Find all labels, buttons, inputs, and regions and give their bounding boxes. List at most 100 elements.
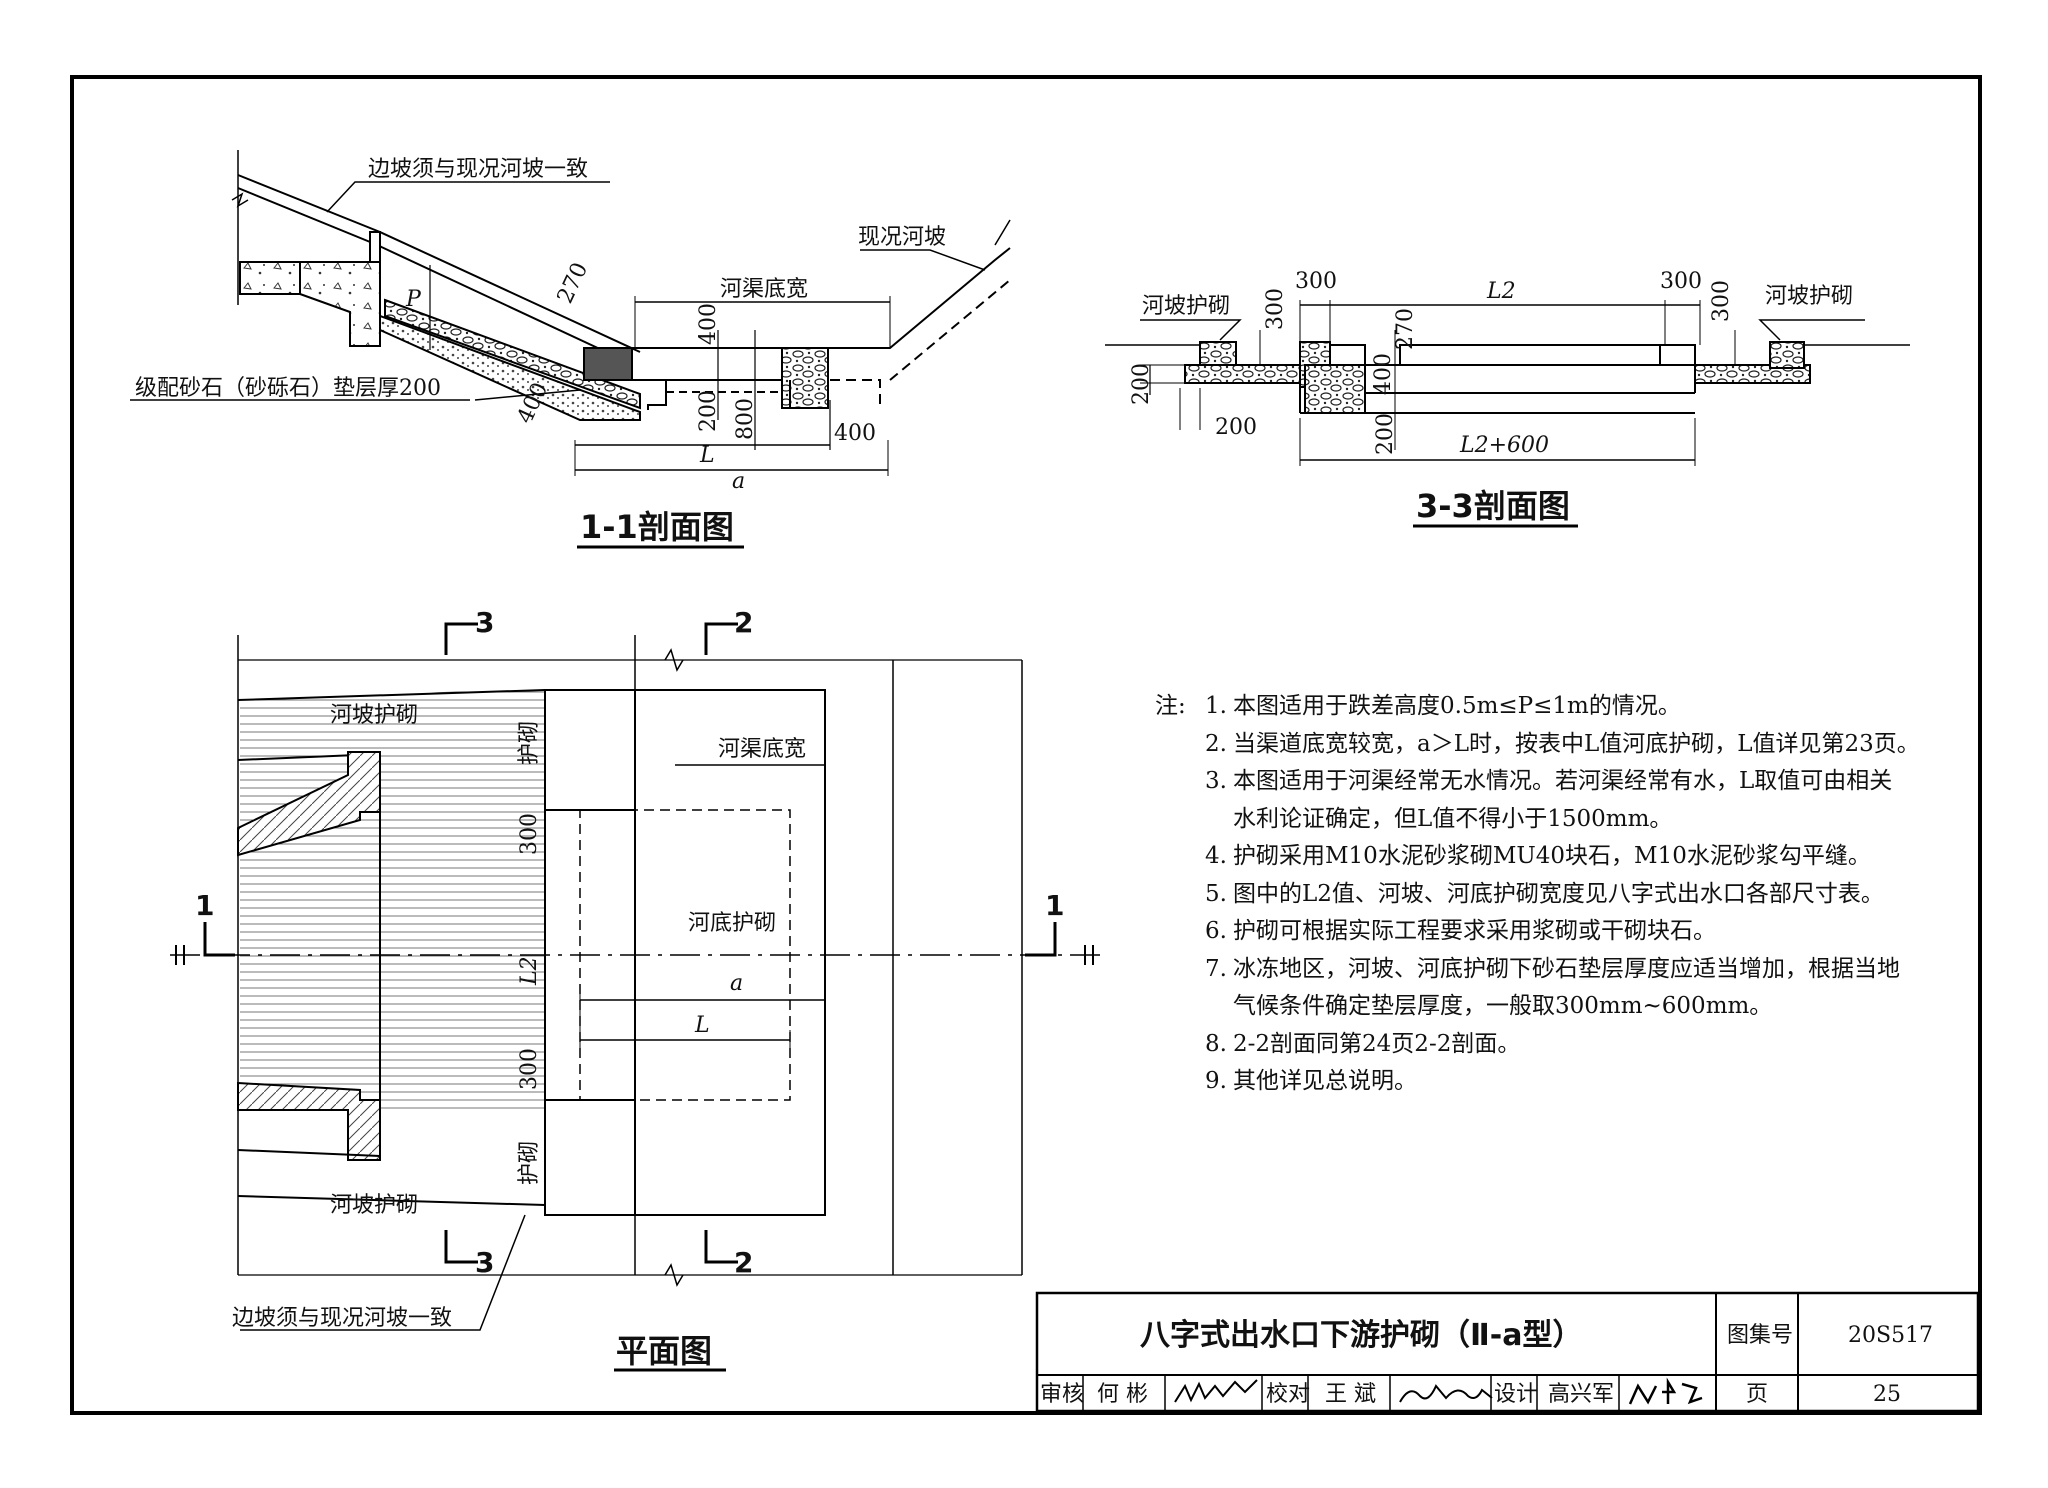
notes-row: 9.其他详见总说明。 (1155, 1063, 1955, 1101)
dim-P: P (405, 287, 422, 312)
review-label: 审核 (1040, 1382, 1084, 1407)
drawing-title: 八字式出水口下游护砌（Ⅱ-a型） (1140, 1318, 1582, 1353)
notes-label: 注: (1155, 693, 1186, 719)
note-number: 1. (1205, 693, 1227, 719)
plan-dim-a: a (730, 971, 743, 996)
note-text: 本图适用于河渠经常无水情况。若河渠经常有水，L取值可由相关 (1233, 768, 1893, 794)
plan-dim-L2: L2 (517, 956, 542, 986)
note-number: 6. (1205, 918, 1227, 944)
notes-row: 5.图中的L2值、河坡、河底护砌宽度见八字式出水口各部尺寸表。 (1155, 876, 1955, 914)
section-mark-1-right: 1 (1045, 889, 1064, 922)
existing-slope-label: 现况河坡 (858, 225, 946, 250)
plan-slope-note: 边坡须与现况河坡一致 (232, 1306, 452, 1331)
notes-row: 4.护砌采用M10水泥砂浆砌MU40块石，M10水泥砂浆勾平缝。 (1155, 838, 1955, 876)
plan-view (170, 622, 1100, 1372)
dim-300-v-left: 300 (1263, 288, 1288, 330)
slope-lining-top: 河坡护砌 (330, 703, 418, 728)
notes-block: 注: 1. 本图适用于跌差高度0.5m≤P≤1m的情况。 2.当渠道底宽较宽，a… (1155, 688, 1955, 1101)
note-text: 当渠道底宽较宽，a＞L时，按表中L值河底护砌，L值详见第23页。 (1233, 730, 1920, 757)
section-1-1 (130, 150, 1011, 549)
check-label: 校对 (1266, 1382, 1310, 1407)
note-number: 9. (1205, 1068, 1227, 1094)
note-text: 2-2剖面同第24页2-2剖面。 (1233, 1030, 1521, 1057)
section-3-3-labels: 河坡护砌 河坡护砌 300 300 L2 300 300 270 400 200… (1129, 269, 1853, 525)
notes-row: 3.本图适用于河渠经常无水情况。若河渠经常有水，L取值可由相关 (1155, 763, 1955, 801)
dim-L2: L2 (1486, 279, 1516, 304)
dim-200: 200 (696, 390, 721, 432)
note-text: 本图适用于跌差高度0.5m≤P≤1m的情况。 (1233, 693, 1681, 719)
plan-dim-300-top: 300 (517, 813, 542, 855)
plan-caption: 平面图 (616, 1332, 712, 1370)
lining-bottom: 护砌 (517, 1141, 542, 1185)
lining-top: 护砌 (517, 721, 542, 765)
dim-400-right: 400 (834, 421, 876, 446)
notes-row: 6.护砌可根据实际工程要求采用浆砌或干砌块石。 (1155, 913, 1955, 951)
page-label: 页 (1746, 1382, 1768, 1407)
section-mark-3-top: 3 (475, 606, 494, 639)
dim-200-mid: 200 (1373, 413, 1398, 455)
section-3-3 (1105, 300, 1910, 528)
dim-300-top-right: 300 (1660, 269, 1702, 294)
notes-row: 注: 1. 本图适用于跌差高度0.5m≤P≤1m的情况。 (1155, 688, 1955, 726)
note-number (1205, 988, 1233, 1026)
drawing-frame (70, 75, 1982, 1415)
note-text: 水利论证确定，但L值不得小于1500mm。 (1233, 805, 1673, 832)
atlas-code: 20S517 (1848, 1323, 1933, 1348)
section-mark-2-bottom: 2 (734, 1246, 753, 1279)
dim-L2-600: L2+600 (1459, 433, 1549, 458)
designer-name: 高兴军 (1548, 1382, 1614, 1407)
atlas-label: 图集号 (1727, 1323, 1793, 1348)
reviewer-name: 何 彬 (1097, 1382, 1148, 1407)
section-3-3-caption: 3-3剖面图 (1416, 487, 1570, 525)
dim-270: 270 (553, 259, 593, 308)
dim-300-v-right: 300 (1709, 280, 1734, 322)
title-block (1035, 1291, 1980, 1413)
section-1-1-labels: 边坡须与现况河坡一致 现况河坡 河渠底宽 级配砂石（砂砾石）垫层厚200 270… (135, 157, 946, 546)
section-mark-1-left: 1 (195, 889, 214, 922)
note-number (1205, 801, 1233, 839)
note-text: 护砌可根据实际工程要求采用浆砌或干砌块石。 (1233, 918, 1716, 944)
note-text: 图中的L2值、河坡、河底护砌宽度见八字式出水口各部尺寸表。 (1233, 880, 1884, 907)
note-text: 其他详见总说明。 (1233, 1068, 1417, 1094)
dim-270: 270 (1393, 308, 1418, 350)
plan-labels: 河坡护砌 河坡护砌 护砌 护砌 河渠底宽 河底护砌 边坡须与现况河坡一致 300… (195, 606, 1064, 1370)
section-mark-3-bottom: 3 (475, 1246, 494, 1279)
note-number: 3. (1205, 768, 1227, 794)
slope-lining-right: 河坡护砌 (1765, 284, 1853, 309)
note-number: 4. (1205, 843, 1227, 869)
plan-dim-L: L (694, 1013, 710, 1038)
bed-width-label: 河渠底宽 (720, 277, 808, 302)
notes-row: 气候条件确定垫层厚度，一般取300mm~600mm。 (1155, 988, 1955, 1026)
slope-lining-left: 河坡护砌 (1142, 294, 1230, 319)
dim-a: a (732, 469, 745, 494)
slope-lining-bottom: 河坡护砌 (330, 1193, 418, 1218)
slope-note: 边坡须与现况河坡一致 (368, 157, 588, 182)
notes-row: 8.2-2剖面同第24页2-2剖面。 (1155, 1026, 1955, 1064)
notes-row: 2.当渠道底宽较宽，a＞L时，按表中L值河底护砌，L值详见第23页。 (1155, 726, 1955, 764)
note-number: 5. (1205, 880, 1227, 907)
section-mark-2-top: 2 (734, 606, 753, 639)
note-number: 7. (1205, 955, 1227, 982)
dim-200-bottom: 200 (1215, 415, 1257, 440)
dim-800: 800 (733, 398, 758, 440)
section-1-1-caption: 1-1剖面图 (580, 508, 734, 546)
note-number: 8. (1205, 1030, 1227, 1057)
note-number: 2. (1205, 730, 1227, 757)
design-label: 设计 (1494, 1382, 1538, 1407)
plan-bed-width: 河渠底宽 (718, 737, 806, 762)
note-text: 气候条件确定垫层厚度，一般取300mm~600mm。 (1233, 993, 1773, 1019)
note-text: 护砌采用M10水泥砂浆砌MU40块石，M10水泥砂浆勾平缝。 (1233, 843, 1871, 869)
page-number: 25 (1873, 1382, 1901, 1407)
checker-name: 王 斌 (1325, 1382, 1376, 1407)
plan-dim-300-bottom: 300 (517, 1048, 542, 1090)
note-text: 冰冻地区，河坡、河底护砌下砂石垫层厚度应适当增加，根据当地 (1233, 955, 1900, 982)
dim-400: 400 (1371, 353, 1396, 395)
dim-L: L (699, 443, 715, 468)
notes-row: 水利论证确定，但L值不得小于1500mm。 (1155, 801, 1955, 839)
dim-400-bed: 400 (696, 303, 721, 345)
notes-row: 7.冰冻地区，河坡、河底护砌下砂石垫层厚度应适当增加，根据当地 (1155, 951, 1955, 989)
gravel-note: 级配砂石（砂砾石）垫层厚200 (135, 376, 441, 401)
dim-300-top-left: 300 (1295, 269, 1337, 294)
dim-200-left: 200 (1129, 363, 1154, 405)
